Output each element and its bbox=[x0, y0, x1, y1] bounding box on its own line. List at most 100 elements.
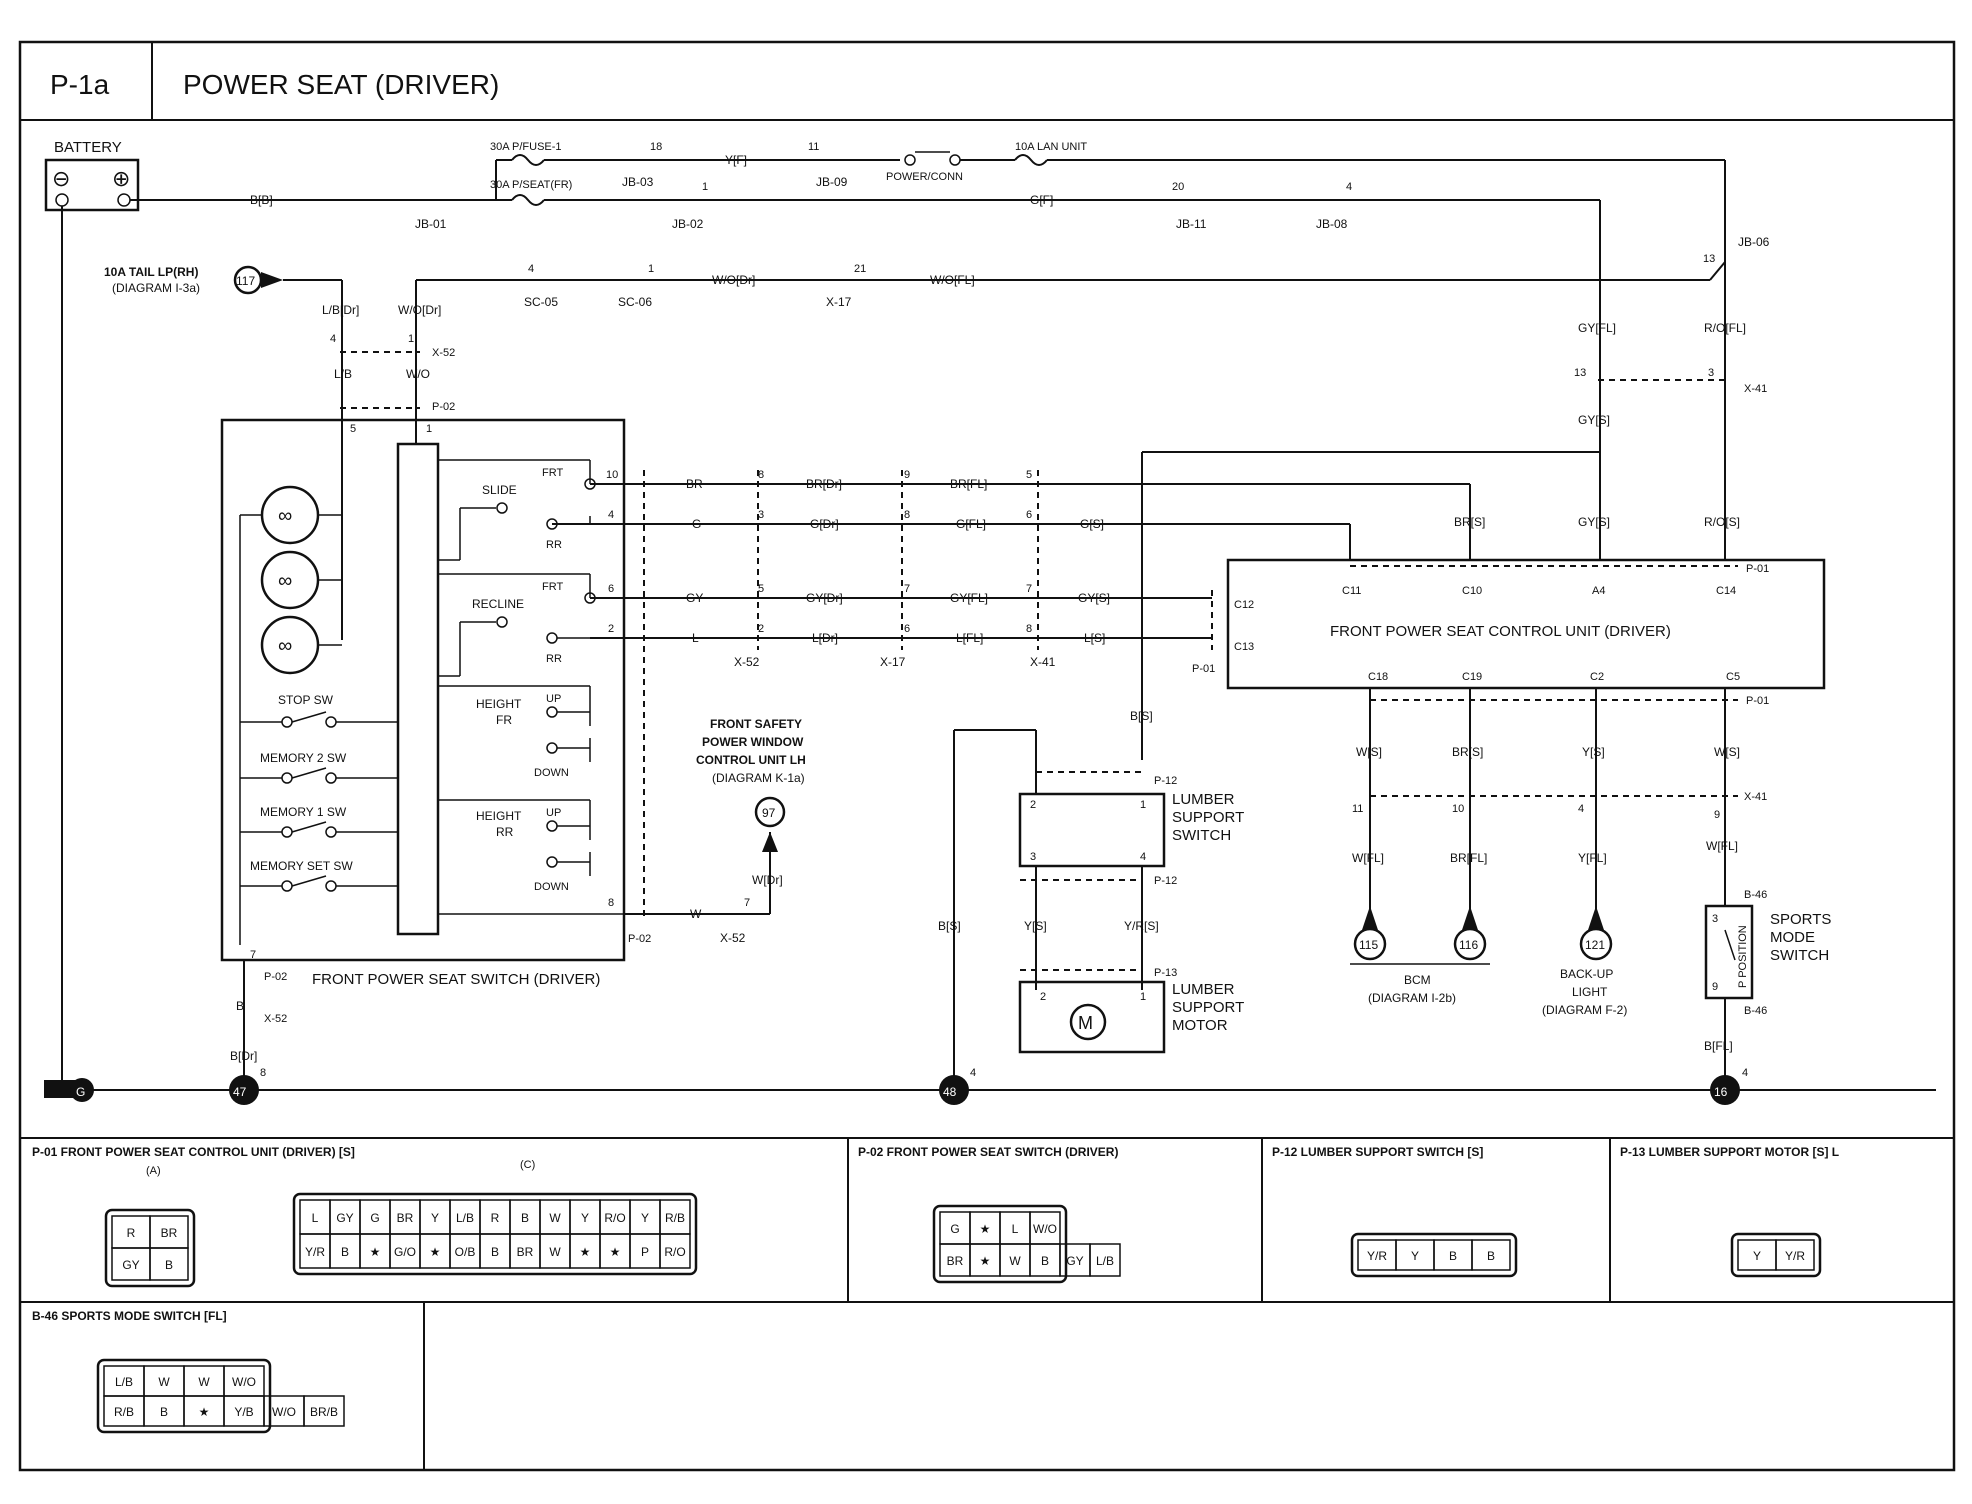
sports-label: SWITCH bbox=[1770, 947, 1829, 964]
connector-cell-label: BR bbox=[517, 1245, 534, 1259]
wire-label: R/O[FL] bbox=[1704, 321, 1746, 335]
wire-label: BR[FL] bbox=[1450, 851, 1487, 865]
connector-cell-label: L bbox=[312, 1211, 319, 1225]
wire-label: B[Dr] bbox=[230, 1049, 257, 1063]
connector-label: P-01 bbox=[1192, 663, 1215, 675]
pin-number: 7 bbox=[250, 949, 256, 961]
connector-label: X-41 bbox=[1030, 655, 1056, 669]
pin-label: C10 bbox=[1462, 585, 1482, 597]
pin-number: 1 bbox=[1140, 991, 1146, 1003]
pin-number: 11 bbox=[1352, 803, 1363, 815]
connector-cell-label: Y bbox=[641, 1211, 649, 1225]
connector-cell bbox=[659, 1233, 691, 1269]
rr-label: RR bbox=[546, 653, 562, 665]
connector-label: JB-03 bbox=[622, 175, 654, 189]
fsp-label: POWER WINDOW bbox=[702, 735, 804, 749]
wire-label: Y/R[S] bbox=[1124, 919, 1159, 933]
pin-label: C11 bbox=[1342, 585, 1361, 597]
connector-cell-label: ★ bbox=[430, 1245, 441, 1259]
fuse-label: 30A P/SEAT(FR) bbox=[490, 179, 572, 191]
sports-pos-label: P POSITION bbox=[1737, 925, 1749, 988]
sports-label: SPORTS bbox=[1770, 911, 1831, 928]
connector-cell-label: BR/B bbox=[310, 1405, 338, 1419]
connector-label: X-17 bbox=[880, 655, 906, 669]
connector-cell-label: B bbox=[1041, 1254, 1049, 1268]
connector-cell-label: W/O bbox=[1033, 1222, 1057, 1236]
pin-label: C14 bbox=[1716, 585, 1736, 597]
height-rr-label2: RR bbox=[496, 825, 514, 839]
pin-number: 3 bbox=[1712, 913, 1718, 925]
wire-label: W[FL] bbox=[1706, 839, 1738, 853]
wire-label: L bbox=[692, 631, 699, 645]
connector-cell-label: L/B bbox=[456, 1211, 474, 1225]
connector-cell-label: Y/R bbox=[1785, 1249, 1805, 1263]
connector-cell-label: Y bbox=[581, 1211, 589, 1225]
control-unit-title: FRONT POWER SEAT CONTROL UNIT (DRIVER) bbox=[1330, 623, 1671, 640]
slide-label: SLIDE bbox=[482, 483, 517, 497]
connector-cell-label: R/O bbox=[604, 1211, 625, 1225]
memory2-switch-label: MEMORY 2 SW bbox=[260, 751, 347, 765]
wire-label: Y[S] bbox=[1024, 919, 1047, 933]
wire-label: GY[S] bbox=[1578, 413, 1610, 427]
pin-label: C13 bbox=[1234, 641, 1254, 653]
connector-cell-label: ★ bbox=[980, 1222, 991, 1236]
pin-number: 8 bbox=[758, 469, 764, 481]
connector-cell-label: R bbox=[491, 1211, 500, 1225]
sheet-frame bbox=[18, 40, 1956, 1472]
pin-label: C19 bbox=[1462, 671, 1482, 683]
connector-cell-label: GY bbox=[336, 1211, 353, 1225]
pin-label: C12 bbox=[1234, 599, 1254, 611]
wire-label: L/B[Dr] bbox=[322, 303, 359, 317]
panel-title: P-12 LUMBER SUPPORT SWITCH [S] bbox=[1272, 1145, 1483, 1159]
ground-point-icon bbox=[1710, 1075, 1740, 1105]
panel-sublabel: (A) bbox=[146, 1165, 161, 1177]
connector-cell-label: B bbox=[160, 1405, 168, 1419]
pin-number: 3 bbox=[1708, 367, 1714, 379]
arrow-icon bbox=[261, 272, 283, 288]
pin-number: 8 bbox=[608, 897, 614, 909]
connector-cell-label: BR bbox=[397, 1211, 414, 1225]
wire-label: R/O[S] bbox=[1704, 515, 1740, 529]
plus-icon: ⊕ bbox=[112, 166, 130, 191]
connector-label: X-52 bbox=[734, 655, 760, 669]
connector-cell-label: R/B bbox=[114, 1405, 134, 1419]
connector-label: JB-06 bbox=[1738, 235, 1770, 249]
pin-number: 8 bbox=[904, 509, 910, 521]
pin-number: 10 bbox=[1452, 803, 1464, 815]
connector-cell-label: Y/R bbox=[1367, 1249, 1387, 1263]
pin-number: 4 bbox=[970, 1067, 976, 1079]
ground-body-icon bbox=[44, 1080, 78, 1098]
wire-label: W[S] bbox=[1356, 745, 1382, 759]
pin-label: A4 bbox=[1592, 585, 1605, 597]
wire-label: GY bbox=[686, 591, 703, 605]
wire-label: W[Dr] bbox=[752, 873, 783, 887]
wire-label: GY[S] bbox=[1578, 515, 1610, 529]
connector-cell-label: R bbox=[127, 1226, 136, 1240]
pin-number: 4 bbox=[1140, 851, 1146, 863]
pin-label: C2 bbox=[1590, 671, 1604, 683]
height-fr-label2: FR bbox=[496, 713, 512, 727]
backup-ref: (DIAGRAM F-2) bbox=[1542, 1003, 1627, 1017]
connector-cell-label: W bbox=[158, 1375, 170, 1389]
connector-cell-label: B bbox=[1487, 1249, 1495, 1263]
lumbar-motor-label: SUPPORT bbox=[1172, 999, 1244, 1016]
tail-lamp-number: 117 bbox=[236, 274, 255, 288]
frt-label: FRT bbox=[542, 581, 563, 593]
fuse-label: 30A P/FUSE-1 bbox=[490, 141, 562, 153]
pin-number: 1 bbox=[1140, 799, 1146, 811]
pin-number: 2 bbox=[758, 623, 764, 635]
connector-cell-label: B bbox=[165, 1258, 173, 1272]
pin-number: 9 bbox=[1712, 981, 1718, 993]
pin-number: 18 bbox=[650, 141, 662, 153]
pin-number: 7 bbox=[744, 897, 750, 909]
ground-number: 16 bbox=[1714, 1085, 1728, 1099]
pin-number: 20 bbox=[1172, 181, 1184, 193]
connector-label: X-41 bbox=[1744, 383, 1767, 395]
connector-cell-label: G bbox=[370, 1211, 379, 1225]
wire-label: GY[FL] bbox=[950, 591, 988, 605]
wire-label: Y[F] bbox=[725, 153, 747, 167]
connector-cell-label: ★ bbox=[980, 1254, 991, 1268]
control-unit-box bbox=[1226, 558, 1826, 690]
